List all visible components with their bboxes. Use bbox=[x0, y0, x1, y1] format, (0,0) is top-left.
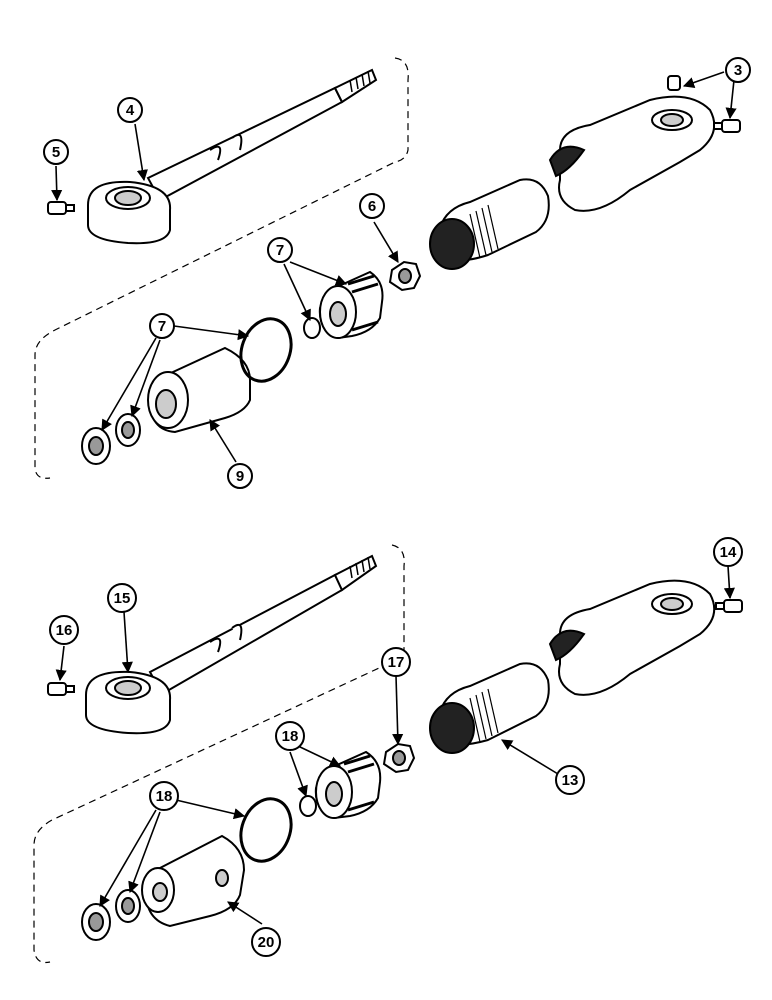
callout-16: 16 bbox=[49, 615, 79, 645]
svg-text:14: 14 bbox=[720, 544, 737, 561]
callout-3: 3 bbox=[725, 57, 751, 83]
callout-14: 14 bbox=[713, 537, 743, 567]
upper-kit-outline bbox=[34, 57, 409, 479]
lower-barrel bbox=[429, 662, 550, 754]
callout-18-seals: 18 bbox=[149, 781, 179, 811]
upper-gland bbox=[147, 346, 251, 434]
svg-text:20: 20 bbox=[258, 934, 275, 951]
svg-text:18: 18 bbox=[282, 728, 299, 745]
callout-15: 15 bbox=[107, 583, 137, 613]
svg-text:9: 9 bbox=[236, 468, 244, 485]
lower-kit-outline bbox=[33, 544, 405, 964]
lower-grease-fitting-16 bbox=[47, 682, 75, 696]
upper-grease-fitting-3a bbox=[667, 75, 681, 91]
lower-piston bbox=[314, 750, 382, 820]
svg-text:13: 13 bbox=[562, 772, 579, 789]
lower-assembly bbox=[33, 544, 743, 964]
upper-assembly bbox=[34, 57, 741, 479]
upper-nut bbox=[388, 260, 422, 292]
lower-gland bbox=[141, 834, 246, 928]
svg-text:7: 7 bbox=[158, 318, 166, 335]
callout-18-piston: 18 bbox=[275, 721, 305, 751]
callout-13: 13 bbox=[555, 765, 585, 795]
upper-grease-fitting-3b bbox=[713, 119, 741, 133]
lower-piston-rod bbox=[148, 554, 378, 696]
svg-text:4: 4 bbox=[126, 102, 135, 119]
svg-text:18: 18 bbox=[156, 788, 173, 805]
svg-text:16: 16 bbox=[56, 622, 73, 639]
upper-grease-fitting-5 bbox=[47, 201, 75, 215]
lower-grease-fitting-14 bbox=[715, 599, 743, 613]
callout-9: 9 bbox=[227, 463, 253, 489]
callout-4: 4 bbox=[117, 97, 143, 123]
lower-small-ring bbox=[299, 795, 317, 817]
callout-7-seals: 7 bbox=[149, 313, 175, 339]
svg-text:17: 17 bbox=[388, 654, 405, 671]
callout-17: 17 bbox=[381, 647, 411, 677]
svg-text:7: 7 bbox=[276, 242, 284, 259]
upper-piston-rod bbox=[146, 68, 378, 202]
callout-5: 5 bbox=[43, 139, 69, 165]
upper-barrel-eye bbox=[548, 95, 716, 212]
upper-rod-eye bbox=[87, 180, 172, 245]
leader-lines bbox=[51, 71, 737, 925]
lower-barrel-eye bbox=[548, 579, 716, 696]
callout-20: 20 bbox=[251, 927, 281, 957]
upper-seal-rings bbox=[81, 413, 141, 465]
callout-6: 6 bbox=[359, 193, 385, 219]
svg-text:15: 15 bbox=[114, 590, 131, 607]
lower-nut bbox=[382, 742, 416, 774]
svg-text:6: 6 bbox=[368, 198, 376, 215]
callout-7-piston: 7 bbox=[267, 237, 293, 263]
upper-piston bbox=[318, 270, 384, 340]
svg-text:3: 3 bbox=[734, 62, 742, 79]
lower-o-ring bbox=[239, 797, 293, 863]
lower-rod-eye bbox=[85, 670, 172, 735]
upper-o-ring bbox=[239, 317, 293, 383]
lower-seal-rings bbox=[81, 889, 141, 941]
upper-small-ring bbox=[303, 317, 321, 339]
upper-barrel bbox=[429, 178, 550, 270]
callouts: 3 4 5 6 7 7 9 13 bbox=[43, 57, 751, 957]
svg-text:5: 5 bbox=[52, 144, 60, 161]
